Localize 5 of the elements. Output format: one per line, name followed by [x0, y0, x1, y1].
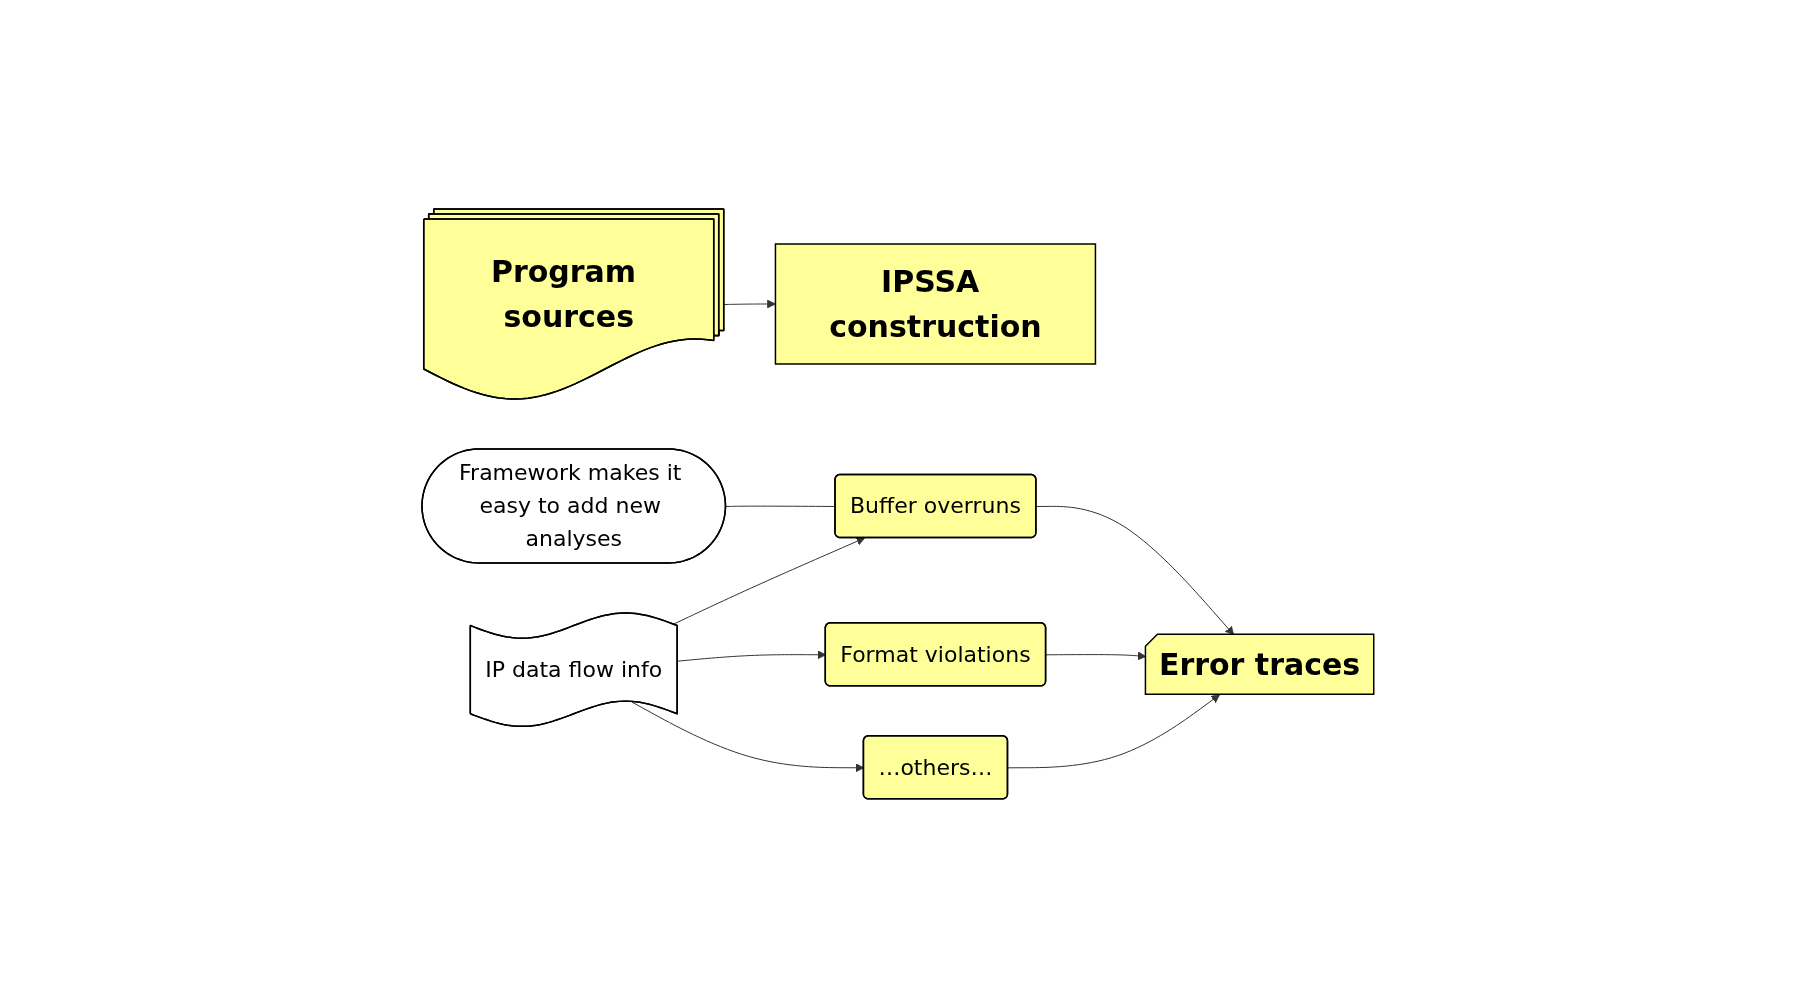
- arrow: [1036, 506, 1235, 636]
- arrow: [723, 299, 776, 309]
- arrow: [672, 537, 866, 625]
- node-box: IPSSA construction: [774, 243, 1097, 365]
- arrow: [1007, 694, 1221, 769]
